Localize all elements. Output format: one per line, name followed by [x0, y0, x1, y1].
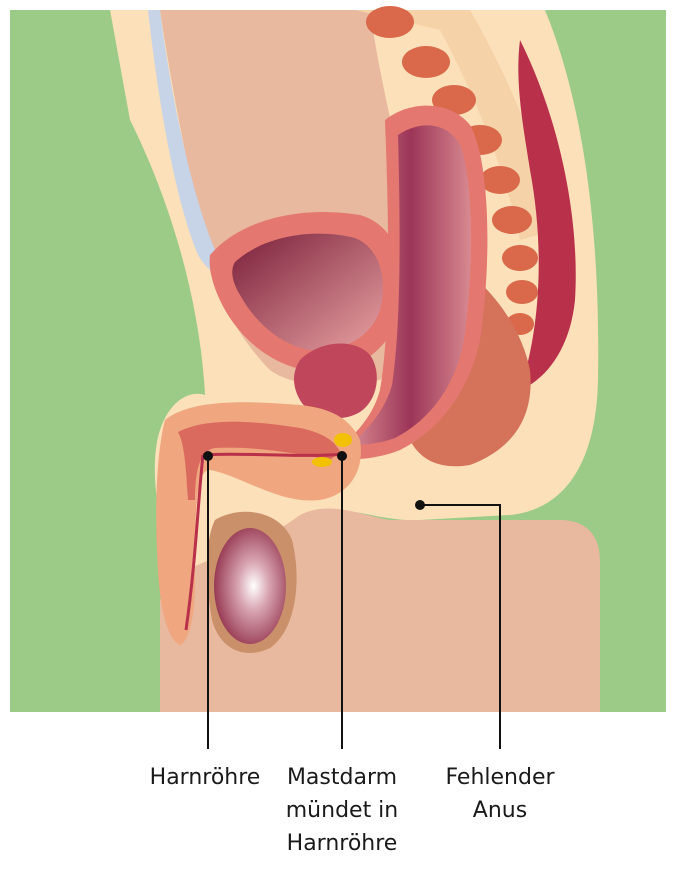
label-rectum-fistula: Mastdarm mündet in Harnröhre	[262, 761, 422, 860]
label-anus-line-2: Anus	[420, 794, 580, 827]
label-missing-anus: Fehlender Anus	[420, 761, 580, 827]
label-urethra: Harnröhre	[130, 761, 280, 794]
dot-urethra	[203, 451, 213, 461]
dot-rectum	[337, 451, 347, 461]
label-anus-line-1: Fehlender	[420, 761, 580, 794]
label-rectum-line-1: Mastdarm	[262, 761, 422, 794]
scrotum	[207, 512, 296, 653]
label-rectum-line-3: Harnröhre	[262, 827, 422, 860]
testis	[214, 528, 286, 644]
label-rectum-line-2: mündet in	[262, 794, 422, 827]
dot-anus	[415, 500, 425, 510]
label-urethra-line-1: Harnröhre	[130, 761, 280, 794]
